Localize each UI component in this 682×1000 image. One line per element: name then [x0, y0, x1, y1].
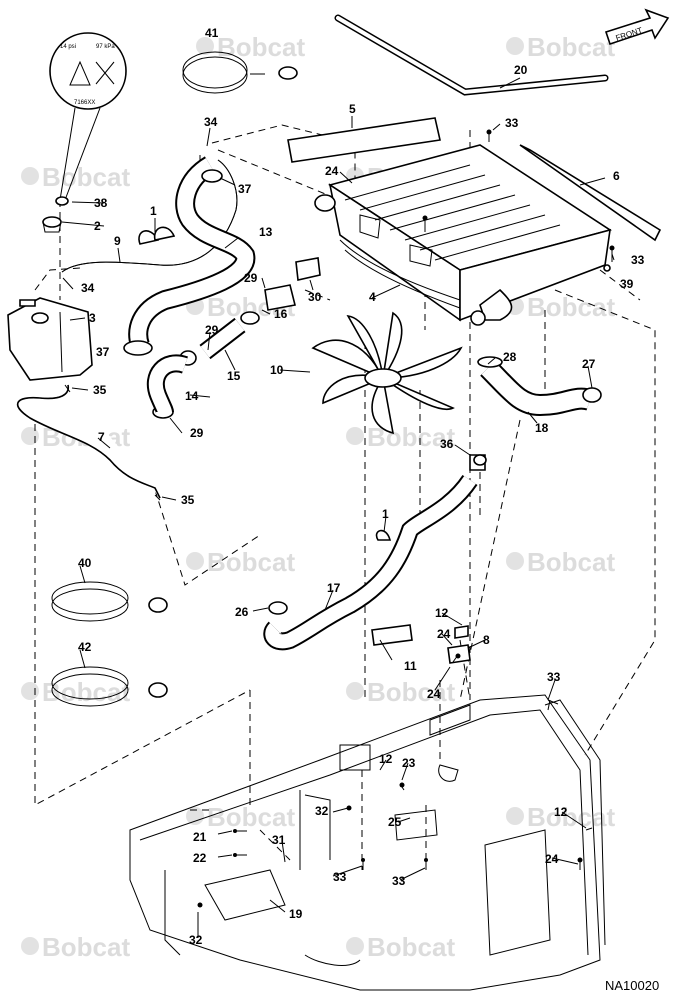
callout-2: 2: [94, 219, 101, 233]
callout-39: 39: [620, 277, 634, 291]
mounting-brackets: [371, 624, 471, 664]
callout-25: 25: [388, 815, 402, 829]
svg-text:Bobcat: Bobcat: [42, 162, 130, 192]
heater-hose: [263, 454, 486, 651]
radiator-cap: [42, 196, 69, 233]
callout-29: 29: [205, 323, 219, 337]
callout-42: 42: [78, 640, 92, 654]
callout-21: 21: [193, 830, 207, 844]
callout-26: 26: [235, 605, 249, 619]
lower-radiator-hose: [477, 356, 602, 417]
hose-coil-41: [182, 51, 298, 94]
hose-coil-40: [51, 581, 168, 622]
callout-3: 3: [89, 311, 96, 325]
callout-13: 13: [259, 225, 273, 239]
callout-34: 34: [81, 281, 95, 295]
coolant-reservoir: [7, 297, 93, 381]
callout-24: 24: [437, 627, 451, 641]
callout-33: 33: [392, 874, 406, 888]
hose-coil-42: [51, 666, 168, 707]
callout-22: 22: [193, 851, 207, 865]
svg-text:Bobcat: Bobcat: [527, 802, 615, 832]
svg-text:Bobcat: Bobcat: [42, 932, 130, 962]
callout-31: 31: [272, 833, 286, 847]
callout-35: 35: [93, 383, 107, 397]
callout-33: 33: [505, 116, 519, 130]
callout-34: 34: [204, 115, 218, 129]
svg-text:97 kPa: 97 kPa: [96, 44, 115, 50]
callout-10: 10: [270, 363, 284, 377]
svg-text:Bobcat: Bobcat: [42, 677, 130, 707]
callout-32: 32: [189, 933, 203, 947]
callout-15: 15: [227, 369, 241, 383]
cooling-fan: [311, 311, 463, 435]
callout-11: 11: [404, 659, 417, 673]
callout-17: 17: [327, 581, 341, 595]
callout-29: 29: [190, 426, 204, 440]
assembly-dashed-lines: [34, 124, 656, 870]
fasteners: [64, 129, 615, 908]
callout-37: 37: [238, 182, 252, 196]
callout-1: 1: [382, 507, 389, 521]
callout-37: 37: [96, 345, 110, 359]
svg-text:Bobcat: Bobcat: [217, 32, 305, 62]
svg-text:Bobcat: Bobcat: [367, 677, 455, 707]
vent-tube: [61, 159, 238, 273]
svg-text:7166XX: 7166XX: [74, 100, 95, 106]
callout-1: 1: [150, 204, 157, 218]
callout-14: 14: [185, 389, 199, 403]
upper-radiator-hose: [128, 156, 256, 349]
callout-24: 24: [545, 852, 559, 866]
callout-36: 36: [440, 437, 454, 451]
callout-41: 41: [205, 26, 219, 40]
svg-text:Bobcat: Bobcat: [527, 32, 615, 62]
drawing-code: NA10020: [605, 978, 659, 993]
callout-16: 16: [274, 307, 288, 321]
callout-40: 40: [78, 556, 92, 570]
pressure-cap-decal: 14 psi 97 kPa 7166XX: [49, 32, 127, 201]
callout-24: 24: [325, 164, 339, 178]
seal-strip: [334, 14, 609, 96]
svg-text:Bobcat: Bobcat: [367, 932, 455, 962]
svg-text:Bobcat: Bobcat: [207, 802, 295, 832]
svg-text:14 psi: 14 psi: [60, 44, 76, 50]
callout-labels: 41 20 34 5 33 24 6 37 38 1 2 13 9 33 39 …: [78, 26, 645, 947]
callout-18: 18: [535, 421, 549, 435]
radiator-assembly: [314, 144, 612, 326]
bypass-hoses: [146, 257, 321, 414]
callout-38: 38: [94, 196, 108, 210]
overflow-hose: [16, 384, 161, 499]
callout-12: 12: [554, 805, 568, 819]
callout-30: 30: [308, 290, 322, 304]
callout-4: 4: [369, 290, 376, 304]
callout-33: 33: [547, 670, 561, 684]
callout-32: 32: [315, 804, 329, 818]
svg-text:Bobcat: Bobcat: [527, 547, 615, 577]
callout-29: 29: [244, 271, 258, 285]
callout-9: 9: [114, 234, 121, 248]
watermark-layer: Bobcat Bobcat Bobcat Bobcat Bobcat Bobca…: [21, 32, 615, 962]
callout-19: 19: [289, 907, 303, 921]
callout-27: 27: [582, 357, 596, 371]
machine-frame: [129, 694, 606, 991]
callout-35: 35: [181, 493, 195, 507]
callout-5: 5: [349, 102, 356, 116]
callout-8: 8: [483, 633, 490, 647]
front-direction-arrow: FRONT: [604, 8, 670, 46]
callout-23: 23: [402, 756, 416, 770]
baffle-plates: [287, 117, 662, 242]
callout-33: 33: [333, 870, 347, 884]
callout-33: 33: [631, 253, 645, 267]
callout-12: 12: [435, 606, 449, 620]
callout-24: 24: [427, 687, 441, 701]
leader-lines: [61, 73, 615, 938]
callout-6: 6: [613, 169, 620, 183]
callout-12: 12: [379, 752, 393, 766]
callout-28: 28: [503, 350, 517, 364]
callout-7: 7: [98, 430, 105, 444]
callout-20: 20: [514, 63, 528, 77]
svg-text:Bobcat: Bobcat: [207, 547, 295, 577]
